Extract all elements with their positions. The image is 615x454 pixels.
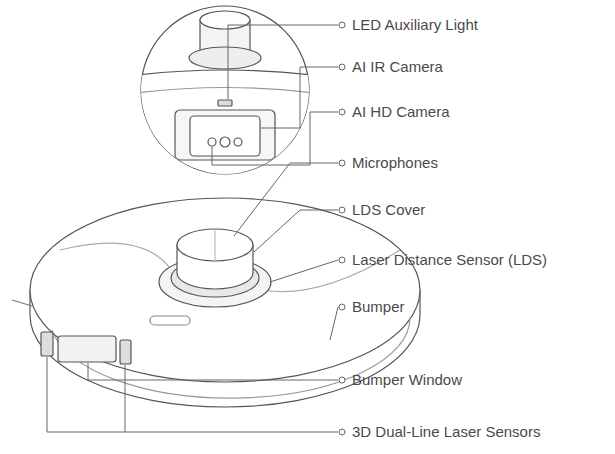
part-label: AI HD Camera (352, 103, 450, 121)
part-label: Microphones (352, 154, 438, 172)
part-label: Bumper (352, 298, 405, 316)
leader-dots (339, 22, 345, 435)
zoom-detail (0, 6, 555, 350)
part-label: Bumper Window (352, 371, 462, 389)
leader-lines (47, 25, 338, 432)
part-label: 3D Dual-Line Laser Sensors (352, 423, 540, 441)
part-label: LDS Cover (352, 201, 425, 219)
part-label: Laser Distance Sensor (LDS) (352, 251, 547, 269)
part-label: AI IR Camera (352, 58, 443, 76)
part-label: LED Auxiliary Light (352, 16, 478, 34)
